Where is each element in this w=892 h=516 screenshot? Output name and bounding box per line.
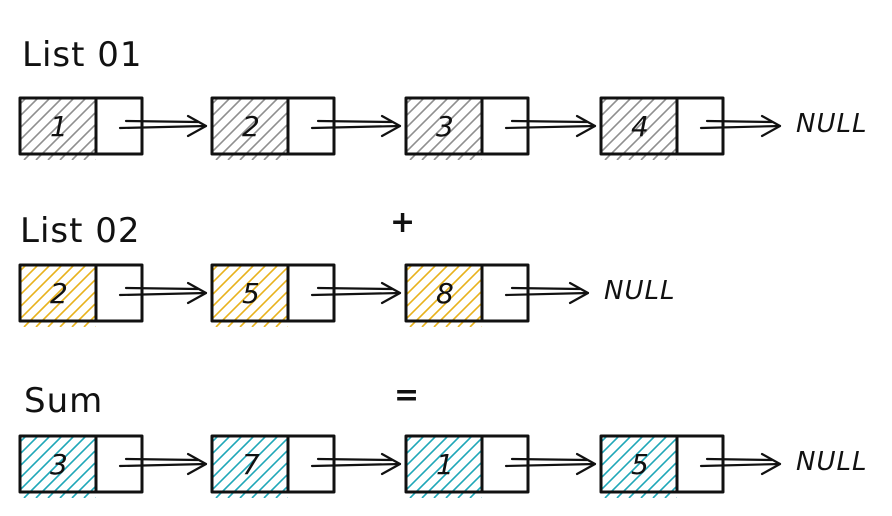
list-node: 7 [210,434,402,498]
hatch-fill [212,98,288,160]
list-02-row: 2 5 8 NULL [18,263,675,327]
list-node: 4 [599,96,782,160]
list-01-row: 1 2 3 4 NULL [18,96,867,160]
list-node: 3 [18,434,208,498]
pointer-cell [286,96,336,156]
sum-row: 3 7 1 5 NULL [18,434,867,498]
pointer-cell [94,96,144,156]
next-pointer-arrow [504,281,590,305]
node-value: 1 [50,110,68,143]
list-node: 5 [210,263,402,327]
list-node: 5 [599,434,782,498]
hatch-fill [601,436,677,498]
pointer-cell [94,434,144,494]
hatch-fill [406,98,482,160]
list-node: 1 [18,96,208,160]
hatch-fill [20,98,96,160]
pointer-cell [480,434,530,494]
pointer-cell [675,434,725,494]
node-value: 2 [50,277,68,310]
next-pointer-arrow [118,114,208,138]
node-value: 8 [436,277,454,310]
pointer-cell [286,434,336,494]
null-terminator: NULL [604,276,675,306]
list-node: 8 [404,263,590,327]
sum-label: Sum [24,381,103,421]
node-value: 2 [242,110,260,143]
null-terminator: NULL [796,447,867,477]
hatch-fill [406,436,482,498]
next-pointer-arrow [504,452,597,476]
next-pointer-arrow [310,452,402,476]
next-pointer-arrow [310,114,402,138]
node-value: 5 [631,448,649,481]
hatch-fill [20,265,96,327]
hatch-fill [20,436,96,498]
pointer-cell [286,263,336,323]
next-pointer-arrow [504,114,597,138]
list-01-label: List 01 [22,35,143,75]
next-pointer-arrow [118,452,208,476]
node-value: 3 [436,110,454,143]
list-02-label: List 02 [20,211,141,251]
node-value: 3 [50,448,68,481]
node-value: 4 [631,110,649,143]
list-node: 1 [404,434,597,498]
plus-operator: + [390,205,415,240]
next-pointer-arrow [118,281,208,305]
pointer-cell [480,263,530,323]
pointer-cell [675,96,725,156]
hatch-fill [212,436,288,498]
pointer-cell [480,96,530,156]
list-node: 3 [404,96,597,160]
hatch-fill [212,265,288,327]
hatch-fill [601,98,677,160]
next-pointer-arrow [699,114,782,138]
list-node: 2 [210,96,402,160]
node-value: 5 [242,277,260,310]
pointer-cell [94,263,144,323]
equals-operator: = [394,378,419,413]
node-value: 7 [242,448,260,481]
hatch-fill [406,265,482,327]
node-value: 1 [436,448,454,481]
null-terminator: NULL [796,109,867,139]
next-pointer-arrow [310,281,402,305]
list-node: 2 [18,263,208,327]
next-pointer-arrow [699,452,782,476]
